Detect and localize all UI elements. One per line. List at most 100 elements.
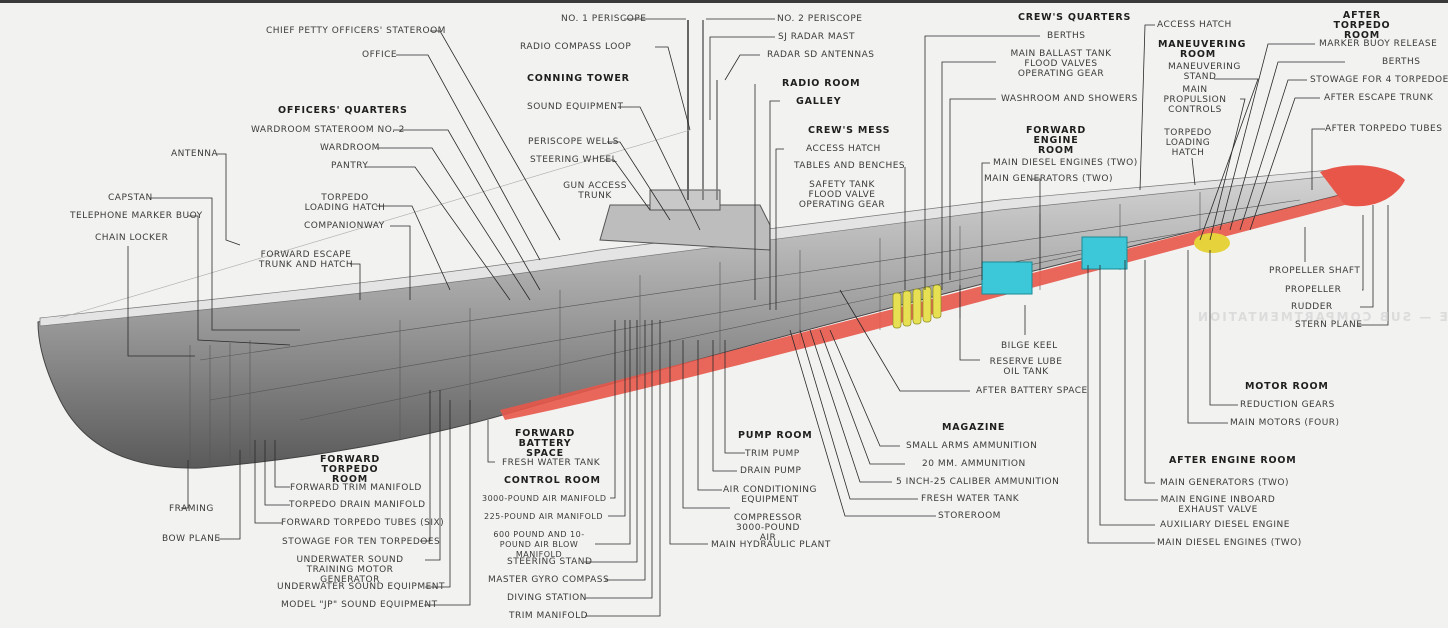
label-fresh-water-tank-aft: FRESH WATER TANK xyxy=(921,494,1020,504)
stern-highlight xyxy=(1320,165,1405,207)
label-radar-sd-antennas: RADAR SD ANTENNAS xyxy=(767,50,875,60)
leader-lines xyxy=(127,18,1389,617)
label-main-hydraulic-plant: MAIN HYDRAULIC PLANT xyxy=(711,540,831,550)
section-pump-room: PUMP ROOM xyxy=(738,430,813,441)
forward-engine-highlight xyxy=(981,261,1033,295)
label-5-inch-ammunition: 5 INCH-25 CALIBER AMMUNITION xyxy=(896,477,1060,487)
label-main-diesel-fwd: MAIN DIESEL ENGINES (TWO) xyxy=(993,158,1138,168)
label-office: OFFICE xyxy=(362,50,398,60)
label-after-battery-space: AFTER BATTERY SPACE xyxy=(976,386,1088,396)
antenna-wire xyxy=(59,129,691,319)
label-propeller: PROPELLER xyxy=(1285,285,1342,295)
section-control-room: CONTROL ROOM xyxy=(504,475,601,486)
label-steering-wheel: STEERING WHEEL xyxy=(530,155,618,165)
label-access-hatch-aft: ACCESS HATCH xyxy=(1157,20,1232,30)
label-compressor: COMPRESSOR 3000-POUND AIR xyxy=(733,513,803,543)
keel-highlight xyxy=(500,195,1345,420)
section-crews-quarters: CREW'S QUARTERS xyxy=(1018,12,1132,23)
label-safety-tank-flood: SAFETY TANK FLOOD VALVE OPERATING GEAR xyxy=(798,180,886,210)
label-after-escape-trunk: AFTER ESCAPE TRUNK xyxy=(1324,93,1434,103)
label-jp-sound-equipment: MODEL "JP" SOUND EQUIPMENT xyxy=(281,600,438,610)
label-chain-locker: CHAIN LOCKER xyxy=(95,233,169,243)
label-bilge-keel: BILGE KEEL xyxy=(1001,341,1058,351)
section-radio-room: RADIO ROOM xyxy=(782,78,861,89)
label-wardroom-stateroom: WARDROOM STATEROOM NO. 2 xyxy=(251,125,405,135)
label-uw-sound-training: UNDERWATER SOUND TRAINING MOTOR GENERATO… xyxy=(296,555,404,585)
label-companionway: COMPANIONWAY xyxy=(304,221,385,231)
label-reduction-gears: REDUCTION GEARS xyxy=(1240,400,1335,410)
label-600-pound-air-blow: 600 POUND AND 10-POUND AIR BLOW MANIFOLD xyxy=(493,530,585,559)
label-fresh-water-tank-fwd: FRESH WATER TANK xyxy=(502,458,601,468)
label-rudder: RUDDER xyxy=(1291,302,1333,312)
label-steering-stand: STEERING STAND xyxy=(507,557,593,567)
label-washroom: WASHROOM AND SHOWERS xyxy=(1001,94,1138,104)
section-forward-battery-space: FORWARD BATTERY SPACE xyxy=(514,428,576,459)
interior-structure xyxy=(189,192,1301,465)
section-conning-tower: CONNING TOWER xyxy=(527,73,630,84)
motor-highlight xyxy=(1194,233,1230,253)
label-propeller-shaft: PROPELLER SHAFT xyxy=(1269,266,1361,276)
label-maneuvering-stand: MANEUVERING STAND xyxy=(1168,62,1241,82)
label-225-pound-air: 225-POUND AIR MANIFOLD xyxy=(484,512,603,521)
label-torpedo-drain-manifold: TORPEDO DRAIN MANIFOLD xyxy=(289,500,426,510)
label-small-arms-ammunition: SMALL ARMS AMMUNITION xyxy=(906,441,1038,451)
conning-tower xyxy=(599,204,771,251)
section-after-engine-room: AFTER ENGINE ROOM xyxy=(1169,455,1297,466)
label-torpedo-loading-hatch-aft: TORPEDO LOADING HATCH xyxy=(1164,128,1212,158)
label-main-ballast: MAIN BALLAST TANK FLOOD VALVES OPERATING… xyxy=(1010,49,1112,79)
label-berths-fwd: BERTHS xyxy=(1047,31,1086,41)
label-no1-periscope: NO. 1 PERISCOPE xyxy=(561,14,647,24)
label-main-propulsion-controls: MAIN PROPULSION CONTROLS xyxy=(1163,85,1227,115)
label-forward-trim-manifold: FORWARD TRIM MANIFOLD xyxy=(290,483,422,493)
label-forward-escape-trunk: FORWARD ESCAPE TRUNK AND HATCH xyxy=(258,250,354,270)
label-air-conditioning: AIR CONDITIONING EQUIPMENT xyxy=(723,485,817,505)
label-framing: FRAMING xyxy=(169,504,214,514)
section-forward-torpedo-room: FORWARD TORPEDO ROOM xyxy=(319,454,381,485)
label-antenna: ANTENNA xyxy=(171,149,219,159)
label-no2-periscope: NO. 2 PERISCOPE xyxy=(777,14,863,24)
section-galley: GALLEY xyxy=(796,96,842,107)
label-master-gyro-compass: MASTER GYRO COMPASS xyxy=(488,575,610,585)
label-main-generators-fwd: MAIN GENERATORS (TWO) xyxy=(984,174,1114,184)
label-uw-sound-equipment: UNDERWATER SOUND EQUIPMENT xyxy=(277,582,446,592)
label-auxiliary-diesel: AUXILIARY DIESEL ENGINE xyxy=(1160,520,1290,530)
section-forward-engine-room: FORWARD ENGINE ROOM xyxy=(1025,125,1087,156)
label-telephone-marker-buoy: TELEPHONE MARKER BUOY xyxy=(70,211,203,221)
label-inboard-exhaust-valve: MAIN ENGINE INBOARD EXHAUST VALVE xyxy=(1160,495,1276,515)
label-pantry: PANTRY xyxy=(331,161,369,171)
section-crews-mess: CREW'S MESS xyxy=(808,125,891,136)
label-periscope-wells: PERISCOPE WELLS xyxy=(528,137,619,147)
label-berths-aft: BERTHS xyxy=(1382,57,1421,67)
section-magazine: MAGAZINE xyxy=(942,422,1006,433)
label-after-torpedo-tubes: AFTER TORPEDO TUBES xyxy=(1325,124,1443,134)
after-battery-cells xyxy=(892,284,942,329)
label-stowage-4-torpedoes: STOWAGE FOR 4 TORPEDOES xyxy=(1310,75,1448,85)
label-wardroom: WARDROOM xyxy=(320,143,380,153)
label-radio-compass-loop: RADIO COMPASS LOOP xyxy=(520,42,632,52)
label-trim-manifold: TRIM MANIFOLD xyxy=(509,611,589,621)
label-reserve-lube-oil-tank: RESERVE LUBE OIL TANK xyxy=(989,357,1063,377)
section-maneuvering-room: MANEUVERING ROOM xyxy=(1158,39,1247,60)
label-main-generators-aft: MAIN GENERATORS (TWO) xyxy=(1160,478,1290,488)
section-officers-quarters: OFFICERS' QUARTERS xyxy=(278,105,408,116)
top-border xyxy=(0,0,1448,3)
label-bow-plane: BOW PLANE xyxy=(162,534,221,544)
label-sound-equipment-ct: SOUND EQUIPMENT xyxy=(527,102,624,112)
label-trim-pump: TRIM PUMP xyxy=(745,449,800,459)
label-stowage-10-torpedoes: STOWAGE FOR TEN TORPEDOES xyxy=(282,537,441,547)
label-forward-torpedo-tubes: FORWARD TORPEDO TUBES (SIX) xyxy=(281,518,445,528)
section-after-torpedo-room: AFTER TORPEDO ROOM xyxy=(1333,10,1391,41)
label-gun-access-trunk: GUN ACCESS TRUNK xyxy=(563,181,627,201)
after-engine-highlight xyxy=(1081,236,1128,270)
label-main-motors: MAIN MOTORS (FOUR) xyxy=(1230,418,1340,428)
label-chief-petty-officers-stateroom: CHIEF PETTY OFFICERS' STATEROOM xyxy=(266,26,446,36)
label-torpedo-loading-hatch-fwd: TORPEDO LOADING HATCH xyxy=(304,193,386,213)
label-main-diesel-aft: MAIN DIESEL ENGINES (TWO) xyxy=(1157,538,1302,548)
label-20mm-ammunition: 20 MM. AMMUNITION xyxy=(922,459,1026,469)
label-stern-plane: STERN PLANE xyxy=(1295,320,1363,330)
section-motor-room: MOTOR ROOM xyxy=(1245,381,1329,392)
label-sj-radar-mast: SJ RADAR MAST xyxy=(778,32,855,42)
label-capstan: CAPSTAN xyxy=(108,193,153,203)
label-access-hatch-mess: ACCESS HATCH xyxy=(806,144,881,154)
